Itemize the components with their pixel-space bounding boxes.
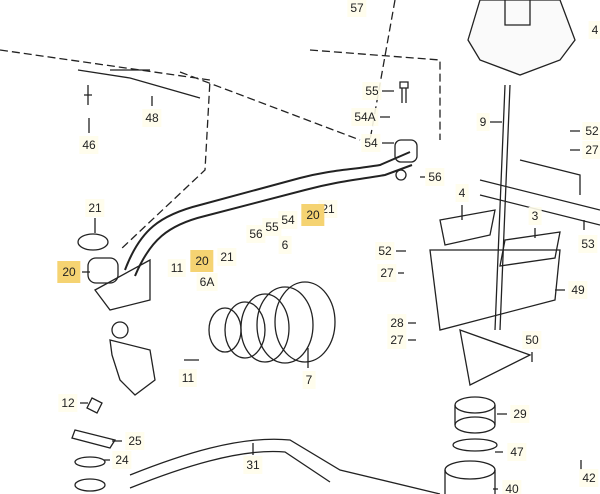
shift-rod (124, 151, 411, 271)
part-callout-52: 52 (375, 242, 395, 260)
part-callout-4: 4 (455, 184, 469, 202)
shift-boot-housing (467, 0, 576, 76)
part-callout-7: 7 (302, 371, 316, 389)
part-callout-3: 3 (528, 207, 542, 225)
part-callout-28: 28 (387, 314, 407, 332)
bracket-50 (459, 329, 532, 386)
ball-joint-46 (84, 85, 92, 105)
part-callout-21: 21 (85, 199, 105, 217)
part-callout-4: 4 (588, 21, 600, 39)
rod-31 (129, 438, 441, 494)
part-callout-27: 27 (582, 141, 600, 159)
part-callout-48: 48 (142, 109, 162, 127)
bushing-29 (454, 396, 496, 414)
part-callout-40: 40 (502, 480, 522, 494)
part-callout-12: 12 (58, 394, 78, 412)
part-callout-55: 55 (262, 218, 282, 236)
shift-arm-11 (109, 339, 156, 396)
part-callout-49: 49 (568, 281, 588, 299)
part-callout-55: 55 (362, 82, 382, 100)
bushing-20 (87, 257, 119, 284)
part-callout-21: 21 (217, 248, 237, 266)
part-callout-53: 53 (578, 235, 598, 253)
part-callout-46: 46 (79, 136, 99, 154)
bracket-4 (439, 209, 496, 246)
part-callout-56: 56 (246, 225, 266, 243)
screw-12 (86, 397, 103, 414)
part-callout-27: 27 (387, 331, 407, 349)
part-callout-54: 54 (278, 211, 298, 229)
part-callout-50: 50 (522, 331, 542, 349)
part-callout-24: 24 (112, 451, 132, 469)
part-callout-6A: 6A (196, 273, 218, 291)
part-callout-6: 6 (278, 236, 292, 254)
part-callout-11: 11 (167, 259, 187, 277)
clamp (394, 139, 418, 163)
highlighted-part-callout-20: 20 (301, 204, 325, 226)
part-callout-54A: 54A (351, 108, 379, 126)
highlighted-part-callout-20: 20 (190, 250, 214, 272)
nut (395, 169, 407, 181)
washer-47 (452, 438, 498, 452)
part-callout-31: 31 (243, 456, 263, 474)
boot-7 (208, 281, 336, 364)
part-callout-56: 56 (425, 168, 445, 186)
washer-24 (74, 456, 106, 468)
bracket-3 (499, 231, 561, 267)
part-callout-29: 29 (510, 405, 530, 423)
part-callout-11: 11 (178, 369, 198, 387)
part-callout-47: 47 (507, 443, 527, 461)
washer-21 (77, 233, 109, 251)
part-callout-54: 54 (361, 134, 381, 152)
gear-lever (494, 84, 511, 331)
part-callout-25: 25 (125, 432, 145, 450)
clip-25 (71, 429, 117, 449)
leader-lines (80, 90, 585, 490)
bushing-40 (444, 460, 496, 480)
cable-48 (77, 69, 201, 99)
part-callout-52: 52 (582, 122, 600, 140)
plate-49 (429, 249, 561, 331)
part-callout-9: 9 (476, 113, 490, 131)
part-callout-27: 27 (377, 264, 397, 282)
part-callout-42: 42 (579, 469, 599, 487)
shift-lever-bracket (94, 258, 151, 311)
highlighted-part-callout-20: 20 (57, 261, 81, 283)
bolt (399, 81, 409, 103)
part-callout-57: 57 (347, 0, 367, 17)
dashed-leader-lines (0, 0, 441, 251)
